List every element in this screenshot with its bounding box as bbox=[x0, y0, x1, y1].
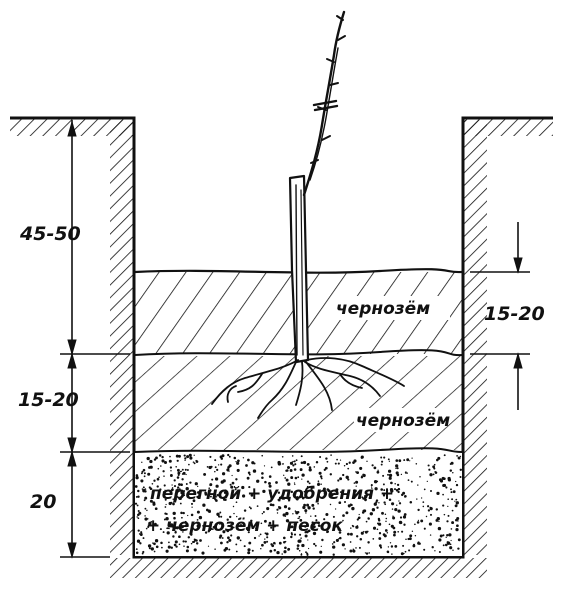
pit-outline bbox=[10, 116, 553, 559]
depth-label-middle: 15-20 bbox=[18, 389, 79, 411]
depth-label-top: 45-50 bbox=[19, 223, 81, 245]
depth-label-right: 15-20 bbox=[484, 303, 545, 325]
labels: 45-50 15-20 20 15-20 чернозём чернозём п… bbox=[18, 223, 545, 536]
seedling-roots bbox=[211, 357, 405, 419]
layer-middle-boundary bbox=[134, 349, 463, 357]
right-wall-earth bbox=[463, 120, 487, 555]
layer-label-bottom-line2: + чернозём + песок bbox=[146, 516, 343, 536]
right-surface-earth bbox=[463, 118, 553, 136]
right-dimension bbox=[470, 222, 530, 410]
layer-label-top: чернозём bbox=[336, 299, 430, 319]
depth-label-bottom: 20 bbox=[30, 491, 56, 513]
layer-label-middle: чернозём bbox=[356, 411, 450, 431]
left-wall-earth bbox=[110, 120, 134, 555]
layer-label-bottom-line1: перегной + удобрения + bbox=[150, 484, 394, 504]
layer-middle-chernozem bbox=[135, 356, 462, 450]
stipple-dots bbox=[134, 453, 462, 556]
layer-top-boundary bbox=[134, 268, 463, 274]
seedling bbox=[211, 10, 405, 419]
layer-bottom-boundary bbox=[134, 447, 463, 453]
ground-section bbox=[10, 116, 553, 578]
pit-bottom-earth bbox=[110, 558, 487, 578]
left-dimension bbox=[60, 120, 130, 559]
